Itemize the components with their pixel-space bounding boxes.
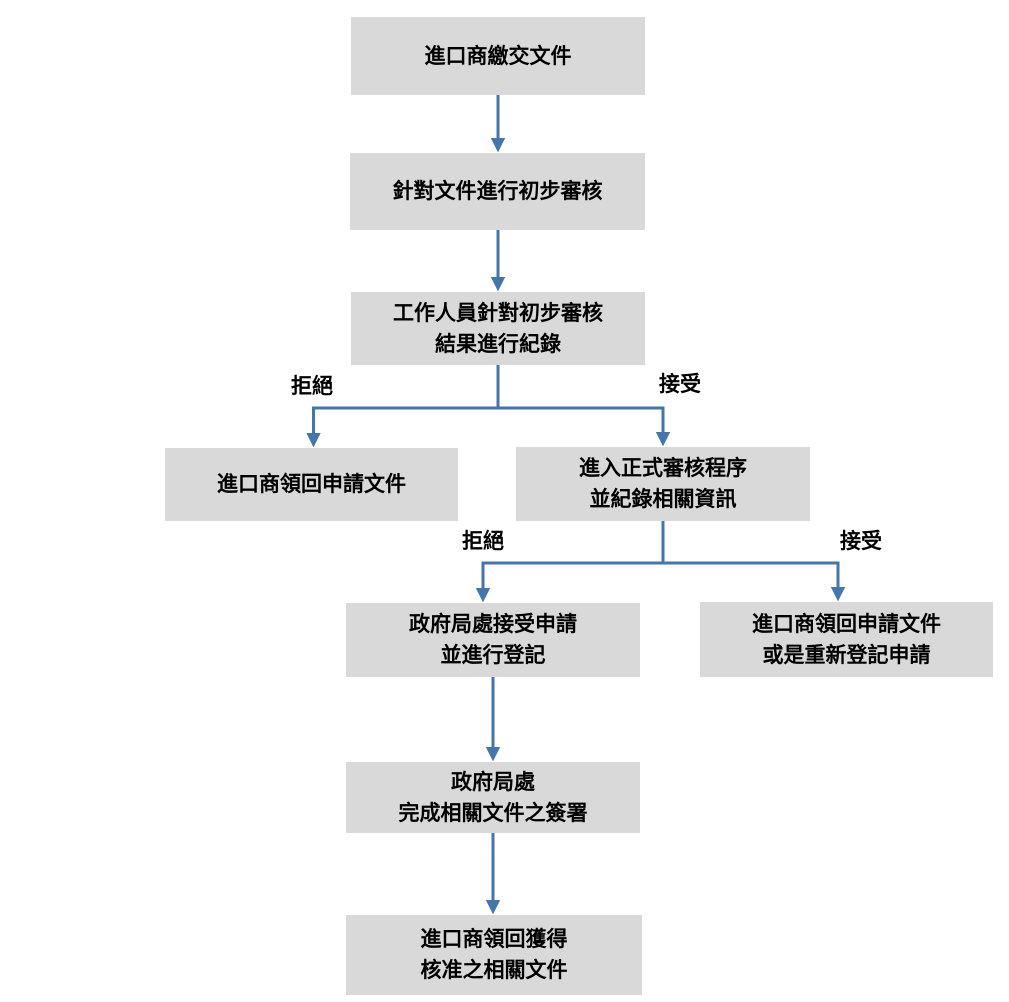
node-government-accepts-and-registers: 政府局處接受申請 並進行登記 bbox=[346, 603, 640, 677]
branch1-accept-label: 接受 bbox=[659, 373, 701, 396]
branch1-right-arrow bbox=[498, 406, 671, 447]
node-formal-review-process: 進入正式審核程序 並紀錄相關資訊 bbox=[516, 447, 810, 521]
branch2-accept-label: 接受 bbox=[840, 530, 882, 553]
node-government-completes-signing: 政府局處 完成相關文件之簽署 bbox=[346, 762, 640, 833]
branch1-left-arrow bbox=[306, 406, 498, 448]
node-staff-records-review-result: 工作人員針對初步審核 結果進行紀錄 bbox=[351, 292, 645, 365]
node-preliminary-review: 針對文件進行初步審核 bbox=[350, 153, 645, 230]
node-importer-submits-documents: 進口商繳交文件 bbox=[351, 17, 645, 95]
branch1-reject-label: 拒絕 bbox=[291, 375, 333, 398]
branch2-reject-label: 拒絕 bbox=[462, 530, 504, 553]
branch2-right-arrow bbox=[663, 561, 846, 602]
node-importer-retrieves-application: 進口商領回申請文件 bbox=[165, 448, 458, 521]
node-importer-retrieves-or-reregisters: 進口商領回申請文件 或是重新登記申請 bbox=[700, 602, 993, 677]
node-importer-retrieves-approved-documents: 進口商領回獲得 核准之相關文件 bbox=[346, 915, 642, 995]
branch2-left-arrow bbox=[475, 561, 663, 603]
